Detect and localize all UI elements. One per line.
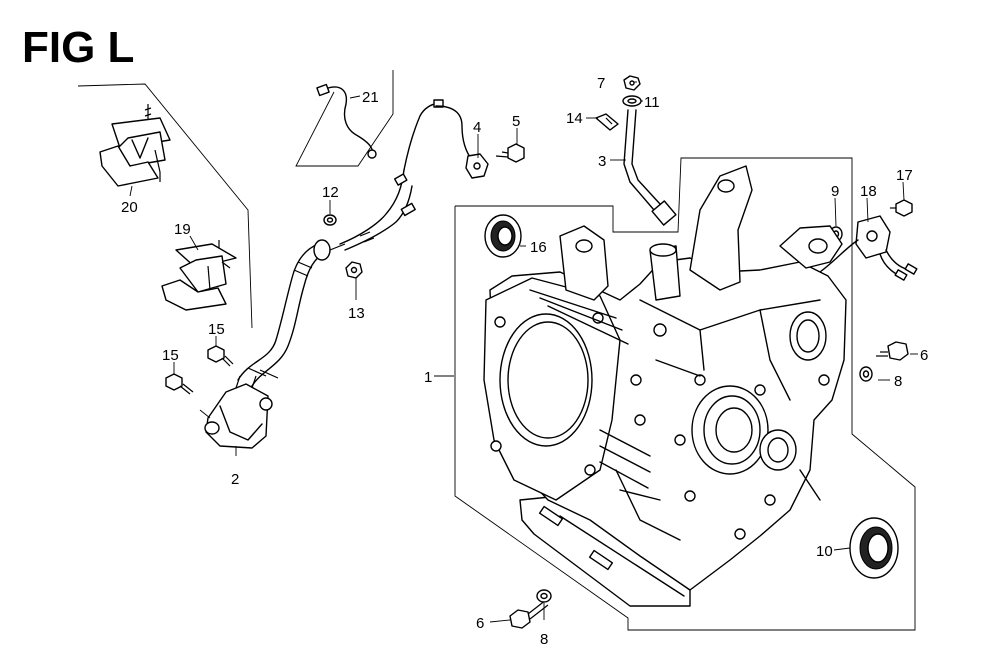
bolt-6-right[interactable] <box>876 341 909 361</box>
group-boundary-lines <box>77 70 916 631</box>
callout-8-right: 8 <box>894 373 902 390</box>
bolt-15-lower[interactable] <box>165 373 194 395</box>
bolt-15-upper[interactable] <box>207 345 234 367</box>
figure-title: FIG L <box>22 23 134 72</box>
boundary-line-mounts <box>77 83 253 329</box>
callout-8-bottom: 8 <box>540 631 548 648</box>
clip-14[interactable] <box>595 113 619 131</box>
callout-15-lower: 15 <box>162 347 179 364</box>
bolt-17[interactable] <box>890 199 913 217</box>
callout-19: 19 <box>174 221 191 238</box>
oil-seal-10[interactable] <box>849 517 899 579</box>
callout-5: 5 <box>512 113 520 130</box>
callout-16: 16 <box>530 239 547 256</box>
callout-11: 11 <box>644 94 660 111</box>
leader-lines <box>129 81 918 623</box>
oil-level-switch-4[interactable] <box>435 105 489 179</box>
callout-21: 21 <box>362 89 379 106</box>
callout-9: 9 <box>831 183 839 200</box>
nut-7[interactable] <box>623 75 641 91</box>
callout-2: 2 <box>231 471 239 488</box>
oil-seal-16[interactable] <box>484 214 522 258</box>
crankcase-1[interactable] <box>483 165 847 607</box>
callout-4: 4 <box>473 119 481 136</box>
callout-6-bottom: 6 <box>476 615 484 632</box>
callout-20: 20 <box>121 199 138 216</box>
washer-11[interactable] <box>622 95 642 107</box>
oil-sensor-housing-2[interactable] <box>199 375 273 449</box>
wire-lead-21[interactable] <box>316 83 377 159</box>
washer-8-bottom[interactable] <box>536 589 552 603</box>
washer-8-right[interactable] <box>859 366 873 382</box>
wire-harness[interactable] <box>339 99 444 251</box>
callout-18: 18 <box>860 183 877 200</box>
bolt-6-bottom[interactable] <box>509 599 549 629</box>
rod-3[interactable] <box>623 109 677 226</box>
boundary-line-crankcase <box>454 157 916 631</box>
callout-15-upper: 15 <box>208 321 225 338</box>
callout-10: 10 <box>816 543 833 560</box>
breather-pipe[interactable] <box>237 239 346 387</box>
callout-labels: 21 7 11 14 4 5 3 20 12 9 18 17 19 16 13 … <box>121 75 928 648</box>
callout-3: 3 <box>598 153 606 170</box>
callout-1: 1 <box>424 369 432 386</box>
washer-12[interactable] <box>323 214 337 226</box>
engine-mount-20[interactable] <box>99 104 171 187</box>
nut-13[interactable] <box>345 261 363 279</box>
callout-13: 13 <box>348 305 365 322</box>
callout-12: 12 <box>322 184 339 201</box>
engine-mount-19[interactable] <box>161 240 237 311</box>
callout-7: 7 <box>597 75 605 92</box>
callout-14: 14 <box>566 110 583 127</box>
callout-17: 17 <box>896 167 913 184</box>
bracket-18[interactable] <box>819 215 918 281</box>
callout-6-right: 6 <box>920 347 928 364</box>
boundary-line-wire-21 <box>295 70 394 167</box>
bolt-5[interactable] <box>495 143 525 163</box>
